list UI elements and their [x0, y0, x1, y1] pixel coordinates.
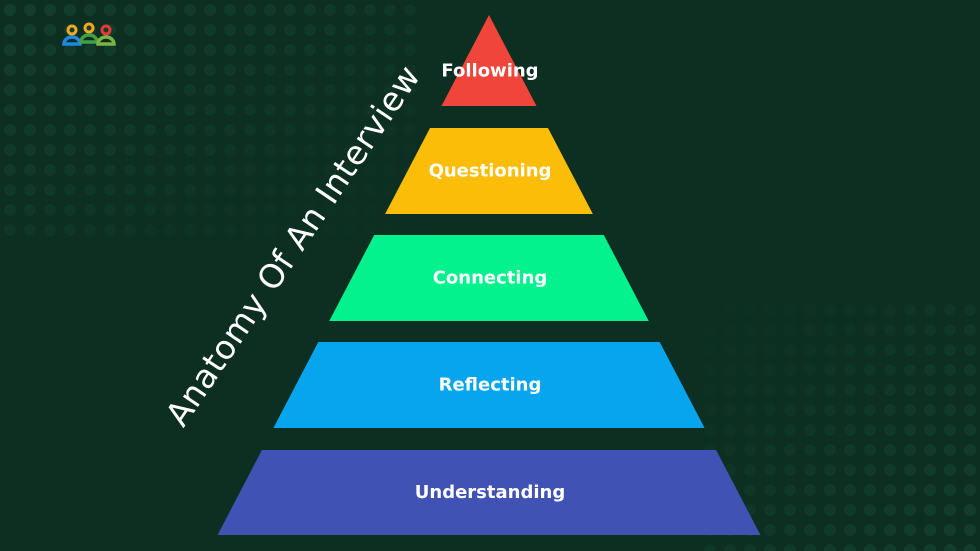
tier-label-understanding: Understanding [415, 482, 565, 503]
people-group-logo-icon [62, 22, 116, 46]
tier-questioning [385, 128, 593, 214]
tier-label-questioning: Questioning [429, 161, 552, 182]
tier-label-connecting: Connecting [433, 268, 548, 289]
tier-understanding [217, 450, 761, 535]
dot-pattern-top-left [0, 0, 420, 240]
pyramid: FollowingQuestioningConnectingReflecting… [217, 15, 761, 535]
tier-label-following: Following [441, 61, 538, 82]
tier-reflecting [273, 342, 705, 428]
tier-connecting [329, 235, 649, 321]
tier-label-reflecting: Reflecting [439, 375, 542, 396]
tier-following [441, 15, 537, 106]
